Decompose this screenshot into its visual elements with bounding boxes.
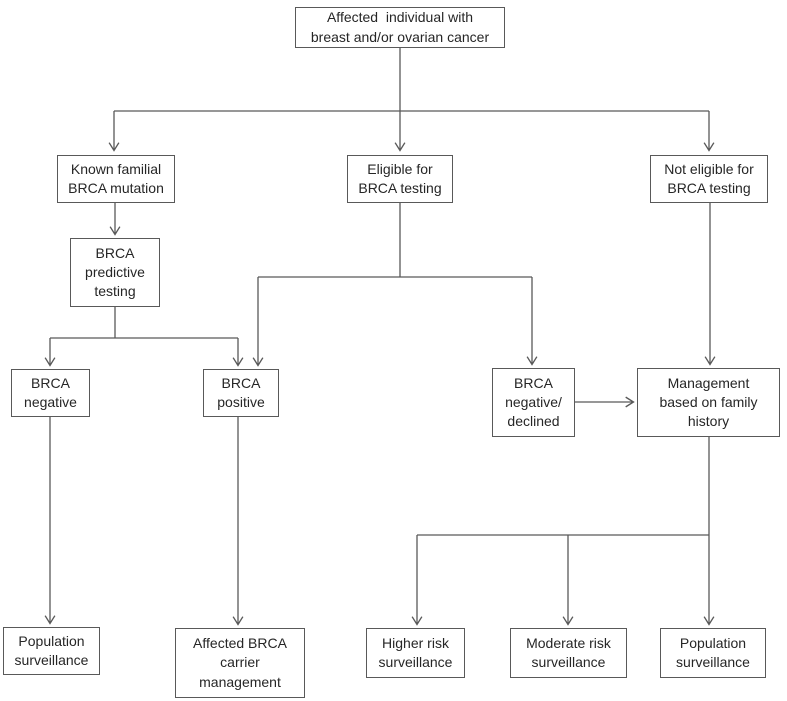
node-not-eligible-for-brca-testing: Not eligible for BRCA testing xyxy=(650,155,768,203)
node-brca-predictive-testing: BRCA predictive testing xyxy=(70,238,160,307)
node-population-surveillance-left: Population surveillance xyxy=(3,627,100,675)
node-brca-positive: BRCA positive xyxy=(203,369,279,417)
node-brca-negative-declined: BRCA negative/ declined xyxy=(492,368,575,437)
node-known-familial-brca-mutation: Known familial BRCA mutation xyxy=(57,155,175,203)
node-eligible-for-brca-testing: Eligible for BRCA testing xyxy=(347,155,453,203)
node-moderate-risk-surveillance: Moderate risk surveillance xyxy=(510,628,627,678)
node-brca-negative: BRCA negative xyxy=(11,369,90,417)
node-management-based-on-family-history: Management based on family history xyxy=(637,368,780,437)
node-higher-risk-surveillance: Higher risk surveillance xyxy=(366,628,465,678)
node-affected-brca-carrier-management: Affected BRCA carrier management xyxy=(175,628,305,698)
node-affected-individual: Affected individual with breast and/or o… xyxy=(295,7,505,48)
node-population-surveillance-right: Population surveillance xyxy=(660,628,766,678)
